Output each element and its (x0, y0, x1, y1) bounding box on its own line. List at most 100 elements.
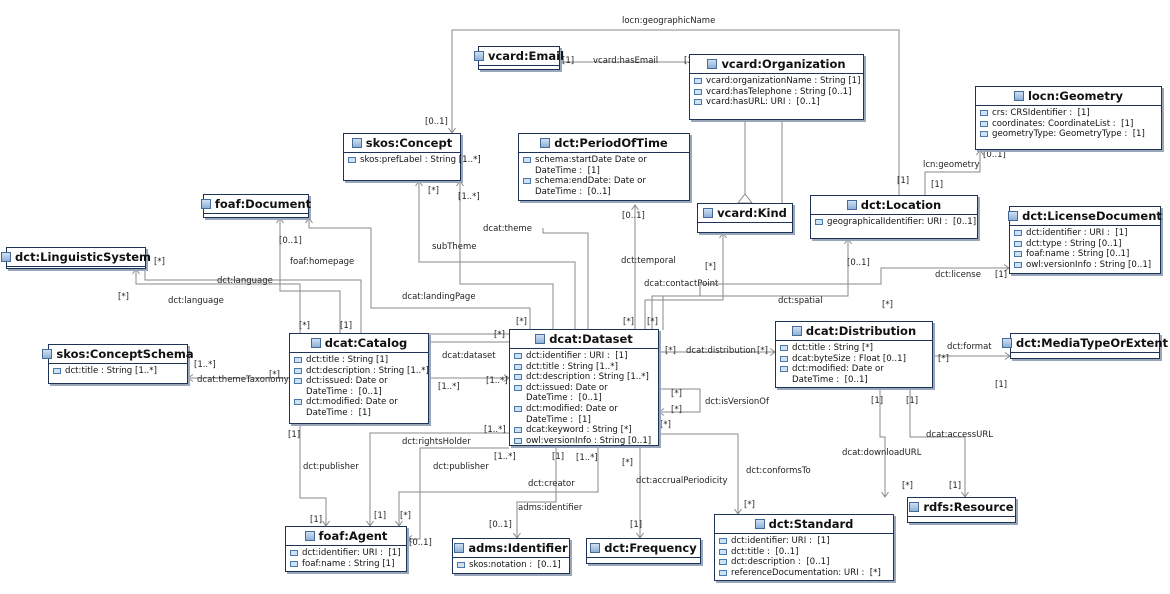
class-name: dcat:Dataset (549, 332, 633, 346)
multiplicity-label: [1..*] (486, 376, 508, 386)
class-box-dct-mediatypeorextent[interactable]: dct:MediaTypeOrExtent (1001, 333, 1168, 359)
association-label: dct:temporal (621, 256, 676, 266)
attribute-row: schema:endDate: Date or DateTime : [0..1… (523, 176, 686, 197)
attribute-text: dcat:byteSize : Float [0..1] (792, 353, 906, 364)
class-icon (846, 200, 857, 210)
attribute-list: dct:title : String [1]dct:description : … (290, 353, 429, 421)
multiplicity-label: [1] (931, 180, 944, 190)
class-box-dcat-catalog[interactable]: dcat:Catalog dct:title : String [1]dct:de… (289, 333, 429, 424)
attribute-icon (780, 366, 788, 373)
association-label: dcat:dataset (442, 351, 496, 361)
attribute-icon (514, 384, 522, 391)
attribute-icon (514, 374, 522, 381)
class-icon (754, 519, 765, 529)
association-label: dct:rightsHolder (402, 437, 471, 447)
association-line (651, 239, 849, 329)
attribute-icon (290, 560, 298, 567)
multiplicity-label: [1] (995, 270, 1008, 280)
class-box-vcard-kind[interactable]: vcard:Kind (697, 203, 793, 233)
arrowhead (976, 149, 984, 156)
attribute-row: owl:versionInfo : String [0..1] (1014, 260, 1157, 271)
attribute-icon (514, 437, 522, 444)
association-label: dct:accrualPeriodicity (636, 476, 728, 486)
multiplicity-label: [1] (949, 481, 962, 491)
attribute-text: dct:title : String [*] (792, 343, 873, 353)
class-icon (200, 199, 211, 209)
association-label: dcat:landingPage (402, 292, 476, 302)
attribute-text: crs: CRSIdentifier : [1] (992, 108, 1090, 118)
class-name: dct:Frequency (604, 541, 697, 555)
attribute-text: dct:identifier : URI : [1] (1026, 228, 1128, 238)
multiplicity-label: [*] (516, 317, 527, 327)
attribute-row: dct:modified: Date or DateTime : [1] (294, 397, 425, 418)
attribute-text: dct:issued: Date or DateTime : [0..1] (526, 382, 608, 404)
attribute-list: dct:identifier: URI : [1]dct:title : [0.… (715, 534, 893, 580)
attribute-icon (1014, 251, 1022, 258)
arrowhead (881, 491, 889, 498)
multiplicity-label: [1] (995, 380, 1008, 390)
class-name: dcat:Catalog (324, 336, 408, 350)
class-name: locn:Geometry (1027, 89, 1124, 103)
class-icon (590, 543, 601, 553)
attribute-list: dct:identifier : URI : [1]dct:type : Str… (1010, 226, 1160, 272)
attribute-text: dct:title : String [1..*] (65, 366, 157, 376)
attribute-icon (290, 550, 298, 556)
class-header: vcard:Organization (690, 55, 863, 74)
multiplicity-label: [1] (552, 452, 565, 462)
association-line (451, 29, 900, 195)
attribute-icon (1014, 261, 1022, 268)
class-icon (351, 138, 362, 148)
arrowhead (276, 217, 284, 224)
class-name: foaf:Agent (318, 529, 388, 543)
association-label: lcn:geometry (923, 160, 980, 170)
class-box-dct-frequency[interactable]: dct:Frequency (586, 538, 701, 564)
class-box-foaf-document[interactable]: foaf:Document (200, 194, 311, 218)
association-line (644, 233, 724, 329)
attribute-icon (1014, 240, 1022, 247)
multiplicity-label: [1] (374, 511, 387, 521)
multiplicity-label: [*] (938, 354, 949, 364)
attribute-row: dct:title : String [1..*] (53, 366, 184, 377)
multiplicity-label: [*] (623, 317, 634, 327)
multiplicity-label: [*] (647, 317, 658, 327)
attribute-icon (348, 157, 356, 163)
class-header: dcat:Dataset (510, 330, 658, 349)
attribute-row: dct:modified: Date or DateTime : [0..1] (780, 364, 929, 385)
attribute-icon (719, 538, 727, 544)
attribute-text: skos:notation : [0..1] (469, 560, 561, 570)
class-header: dcat:Distribution (776, 322, 932, 341)
attribute-icon (980, 131, 988, 138)
association-label: foaf:homepage (290, 257, 355, 267)
class-icon (42, 349, 53, 359)
class-box-vcard-email[interactable]: vcard:Email (473, 46, 564, 70)
attribute-list: skos:prefLabel : String [1..*] (344, 153, 481, 168)
class-icon (707, 59, 718, 69)
attribute-text: skos:prefLabel : String [1..*] (360, 155, 481, 165)
class-box-dct-linguisticsystem[interactable]: dct:LinguisticSystem (1, 247, 151, 269)
multiplicity-label: [*] (660, 420, 671, 430)
multiplicity-label: [*] (154, 257, 165, 267)
multiplicity-label: [1..*] (576, 453, 598, 463)
association-label: dct:publisher (303, 462, 359, 472)
association-line (516, 446, 557, 538)
attribute-list: vcard:organizationName : String [1]vcard… (690, 74, 863, 110)
multiplicity-label: [1..*] (458, 192, 480, 202)
association-line (135, 269, 301, 333)
association-label: dcat:themeTaxonomy (197, 375, 289, 385)
association-label: dct:creator (528, 479, 575, 489)
class-box-rdfs-resource[interactable]: rdfs:Resource (907, 497, 1016, 523)
arrowhead (415, 180, 423, 187)
